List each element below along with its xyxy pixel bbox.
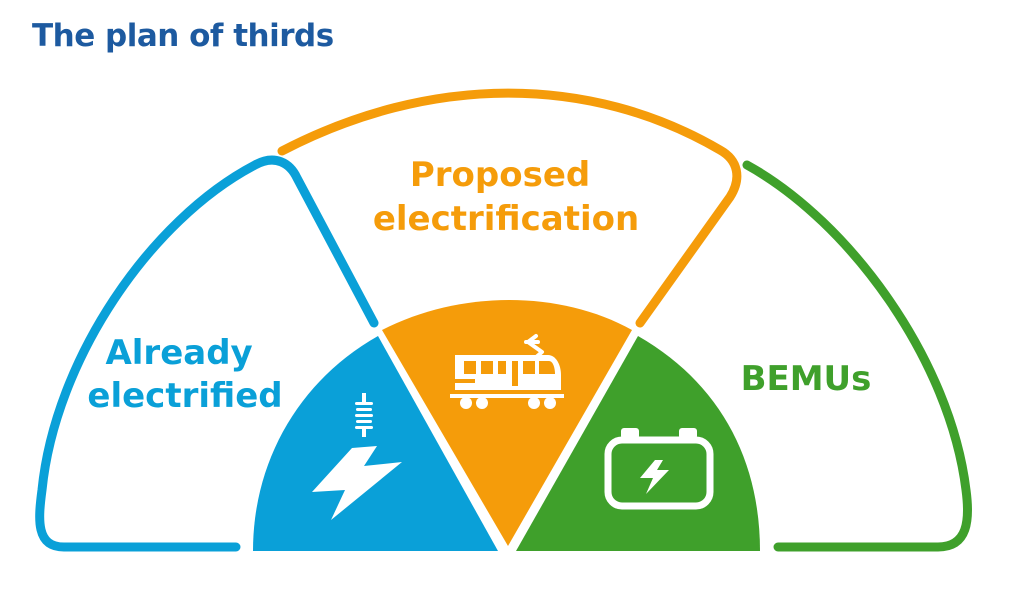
already-label-line-2: electrified: [87, 376, 282, 416]
train-pantograph-icon: [450, 334, 564, 409]
already-label: Already electrified: [87, 333, 282, 416]
proposed-outline: [277, 88, 742, 328]
already-wedge: [253, 336, 498, 551]
proposed-label-line-2: electrification: [373, 199, 639, 239]
lightning-insulator-icon: [312, 393, 402, 520]
bemus-label: BEMUs: [741, 359, 872, 399]
page-title: The plan of thirds: [32, 18, 334, 54]
already-outline: [35, 155, 379, 552]
proposed-wedge: [382, 300, 632, 546]
bemus-label-line-1: BEMUs: [741, 359, 872, 399]
already-label-line-1: Already: [105, 333, 252, 373]
proposed-label: Proposed electrification: [373, 155, 639, 239]
proposed-label-line-1: Proposed: [410, 155, 590, 195]
battery-icon: [604, 428, 714, 510]
bemus-outline: [742, 160, 973, 552]
